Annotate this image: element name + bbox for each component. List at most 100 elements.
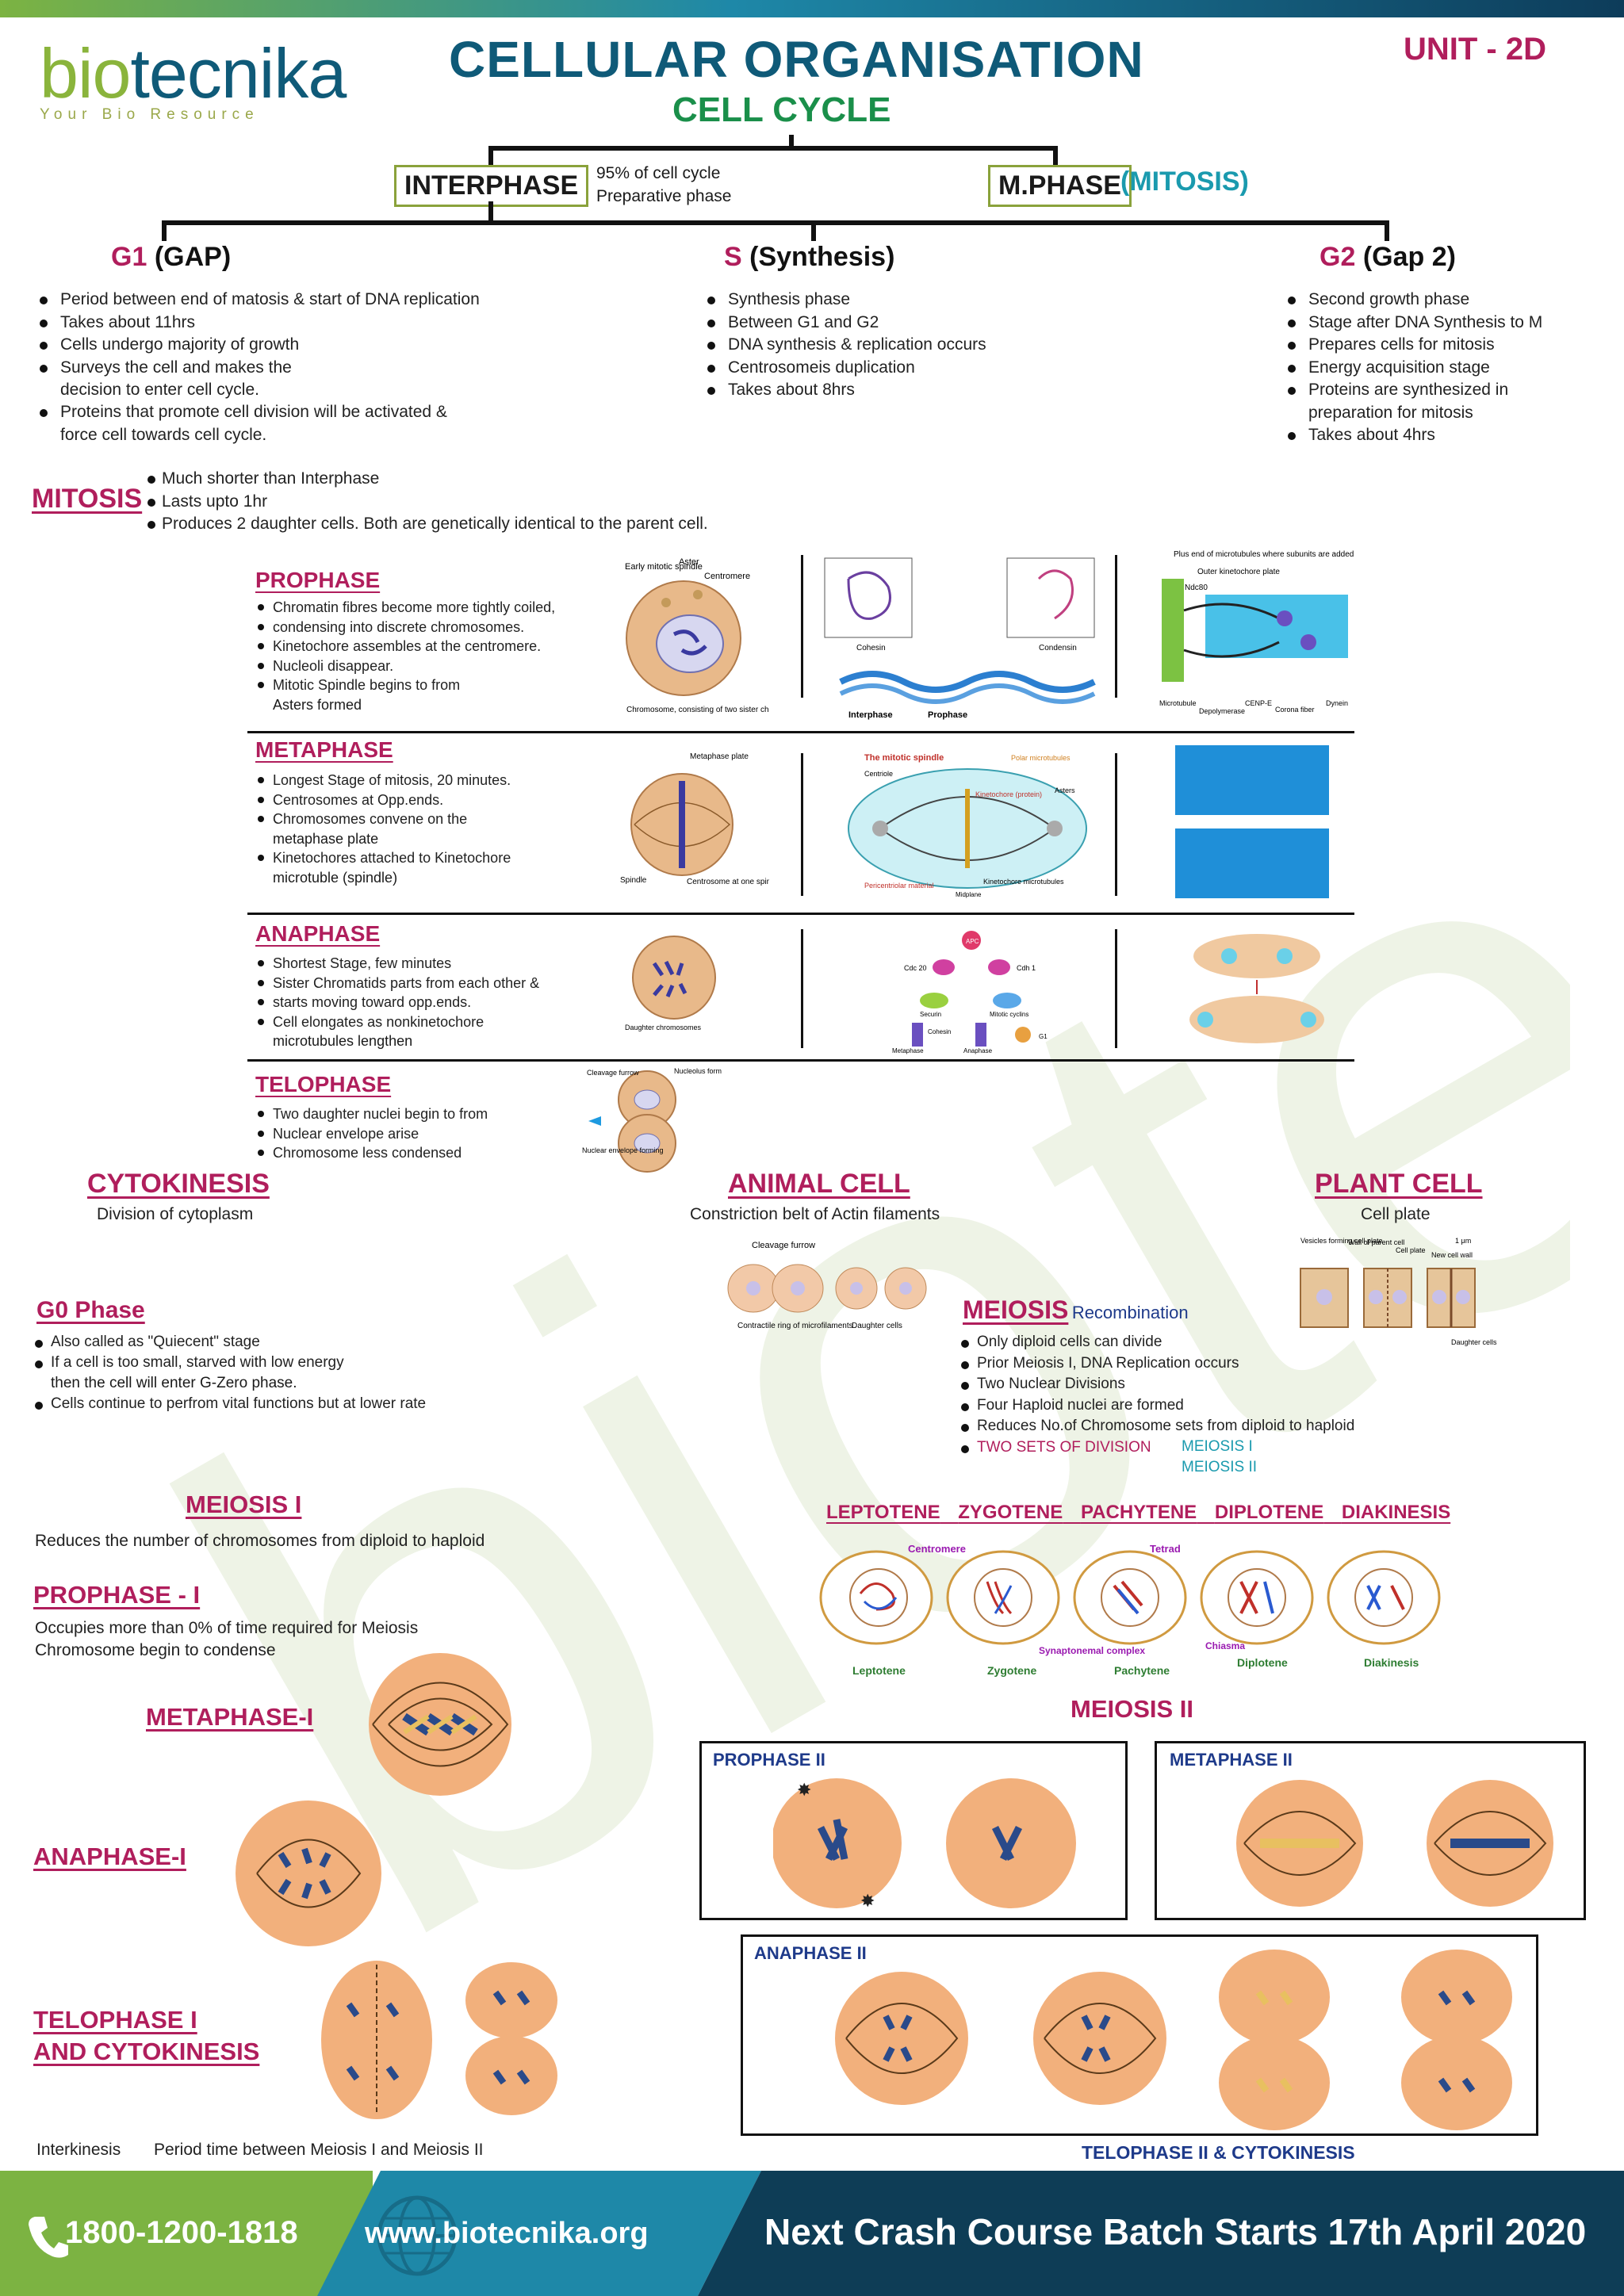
fig-label: Early mitotic spindle [625,562,703,572]
list-item: Takes about 4hrs [1285,424,1610,447]
meiosis-list: Only diploid cells can divide Prior Meio… [958,1332,1434,1458]
logo-wordmark: biotecnika [40,34,347,113]
fig-label: Outer kinetochore plate [1197,568,1280,576]
list-item-continued: microtuble (spindle) [273,869,398,886]
fig-label: Cell plate [1396,1246,1426,1254]
metaphase-micrograph-top [1175,745,1329,815]
tree-branch [488,146,1058,151]
prophase2-panel: PROPHASE II ✸ ✸ [699,1741,1128,1920]
g2-key: G2 [1320,242,1356,272]
list-item-continued: microtubules lengthen [273,1033,413,1049]
figure-divider [1115,753,1117,896]
fig-label: Dynein [1326,699,1348,707]
substage-header-leptotene: LEPTOTENE [826,1502,940,1523]
logo-rest: tecnika [130,34,347,113]
fig-label: Microtubule [1159,699,1197,707]
animal-cell-figure: Cleavage furrow Contractile ring of micr… [727,1241,927,1330]
meiosis-subtitle: Recombination [1071,1303,1189,1322]
apc-figure: APC Cdc 20 Cdh 1 Securin Mitotic cyclins… [892,931,1048,1054]
fig-label: Wall of parent cell [1348,1238,1404,1246]
g2-list: Second growth phase Stage after DNA Synt… [1285,289,1610,446]
figure-divider [1115,555,1117,698]
page-title: CELLULAR ORGANISATION [449,31,1144,88]
fig-label: Kinetochore microtubules [983,878,1064,886]
fig-label: Asters [1055,786,1075,794]
telophase1-heading-line-1: TELOPHASE I [33,2006,197,2034]
fig-label: Centromere [908,1543,966,1555]
mitotic-spindle-figure: The mitotic spindle Centriole Kinetochor… [848,753,1087,898]
list-item: Proteins that promote cell division will… [36,401,528,424]
interkinesis-label: Interkinesis [36,2141,121,2159]
leptotene-cell [819,1550,933,1645]
fig-label: Prophase [928,710,967,720]
interphase-note-2: Preparative phase [596,187,732,205]
fig-label: Centromere [704,572,750,581]
list-item: Mitotic Spindle begins to from [255,675,588,695]
fig-label: Kinetochore (protein) [975,790,1042,798]
list-item: Shortest Stage, few minutes [255,954,588,974]
list-item: starts moving toward opp.ends. [255,993,588,1012]
list-item: Two Nuclear Divisions [958,1374,1434,1395]
fig-label: Nucleolus forming [674,1067,722,1075]
fig-label: Plus end of microtubules where subunits … [1174,550,1356,559]
prophase1-line-1: Occupies more than 0% of time required f… [35,1619,419,1637]
anaphase-heading: ANAPHASE [255,921,381,946]
tree-right-drop [1053,146,1058,168]
interphase-note: 95% of cell cycle Preparative phase [596,162,731,208]
list-item: Longest Stage of mitosis, 20 minutes. [255,771,588,790]
list-item: Nucleoli disappear. [255,656,588,676]
substage-label-diplotene: Diplotene [1237,1656,1288,1669]
meiosis-set-2: MEIOSIS II [1182,1459,1258,1475]
footer-phone[interactable]: 1800-1200-1818 [65,2215,298,2250]
fig-label: Cleavage furrow [752,1241,815,1250]
interphase-box: INTERPHASE [394,165,589,207]
list-item: Period between end of matosis & start of… [36,289,528,312]
anaphase-micrograph-figure [1189,934,1324,1043]
animal-cell-desc: Constriction belt of Actin filaments [690,1205,940,1223]
meiosis-heading: MEIOSIS [963,1295,1069,1324]
phase-branch [162,220,1389,225]
fig-label: Vesicles forming cell plate [1300,1237,1383,1245]
fig-label: Tetrad [1150,1543,1181,1555]
list-item: Lasts upto 1hr [144,491,937,514]
tree-stem [789,135,794,149]
fig-label: APC [966,938,979,945]
g1-key: G1 [111,242,147,272]
list-item-continued: Asters formed [273,696,362,713]
mitosis-list: Much shorter than Interphase Lasts upto … [144,468,937,536]
prophase-cell-figure: Early mitotic spindle Aster Centromere C… [625,557,769,714]
logo-tagline: Your Bio Resource [40,106,259,123]
metaphase-micrograph-bottom [1175,828,1329,898]
footer-website[interactable]: www.biotecnika.org [365,2217,649,2250]
fig-label: New cell wall [1431,1251,1473,1259]
list-item: Two daughter nuclei begin to from [255,1104,588,1124]
footer-blue-segment [317,2171,761,2296]
list-item-continued: preparation for mitosis [1308,403,1473,422]
list-item: Takes about 8hrs [704,379,1053,402]
anaphase2-cells-figure [835,1950,1512,2130]
interkinesis-desc: Period time between Meiosis I and Meiosi… [154,2141,484,2159]
figure-divider [1115,929,1117,1048]
footer-green-segment [0,2171,373,2296]
fig-label: Daughter chromosomes [625,1024,702,1031]
anaphase1-cell-figure [236,1800,381,1946]
g1-heading: G1 (GAP) [111,242,231,273]
list-item: Takes about 11hrs [36,312,528,335]
cohesin-condensin-figure: Cohesin Condensin Interphase Prophase [824,557,1096,720]
footer-bar: 1800-1200-1818 www.biotecnika.org Next C… [0,2171,1624,2296]
centrosome-glyph: ✸ [860,1891,875,1911]
interphase-note-1: 95% of cell cycle [596,164,721,182]
anaphase1-heading: ANAPHASE-I [33,1843,186,1870]
mitosis-heading: MITOSIS [32,484,143,514]
centrosome-glyph: ✸ [797,1780,811,1800]
fig-label: The mitotic spindle [864,753,944,763]
list-item: Proteins are synthesized in [1285,379,1610,402]
list-item: Produces 2 daughter cells. Both are gene… [144,513,937,536]
footer-announcement: Next Crash Course Batch Starts 17th Apri… [764,2211,1587,2252]
list-item: Synthesis phase [704,289,1053,312]
telophase2-label: TELOPHASE II & CYTOKINESIS [1082,2142,1355,2163]
substage-label-zygotene: Zygotene [987,1664,1036,1677]
anaphase-list: Shortest Stage, few minutes Sister Chrom… [255,954,588,1051]
diakinesis-cell [1327,1550,1441,1645]
fig-label: Centriole [864,770,893,778]
